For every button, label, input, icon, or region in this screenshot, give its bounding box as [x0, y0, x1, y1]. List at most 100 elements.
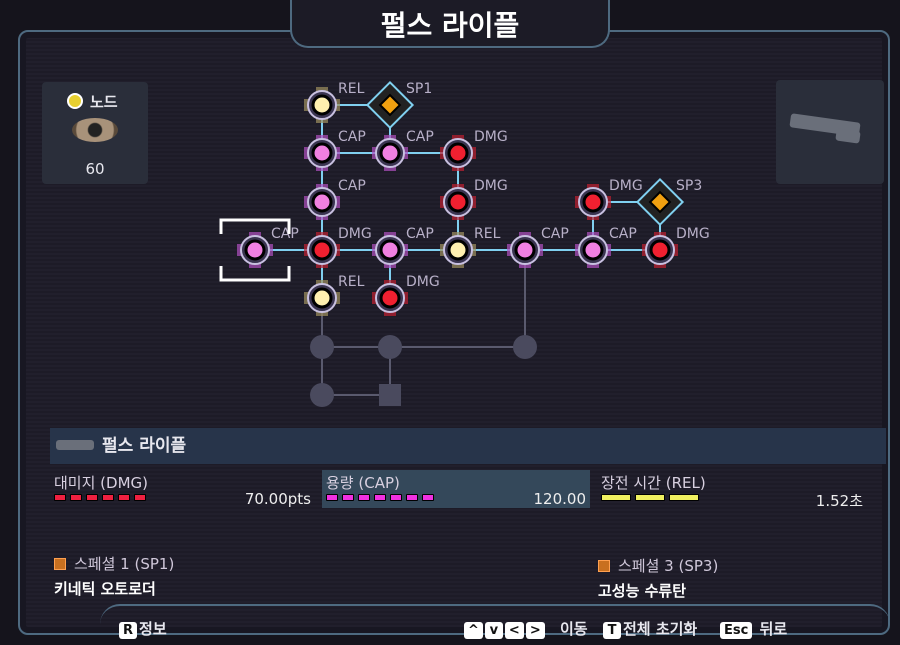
node-core-icon: [311, 94, 333, 116]
node-label: CAP: [338, 129, 366, 145]
stat-segment: [406, 494, 418, 501]
tree-node-sp1[interactable]: SP1: [365, 80, 432, 130]
weapon-small-icon: [56, 440, 94, 450]
node-label: DMG: [474, 178, 508, 194]
key-up: ^: [464, 622, 483, 639]
tree-node-cap[interactable]: CAP: [575, 226, 637, 268]
tree-node-dmg[interactable]: DMG: [304, 226, 372, 268]
node-label: DMG: [406, 274, 440, 290]
stat-dmg: 대미지 (DMG) 70.00pts: [50, 470, 315, 508]
key-down: v: [484, 622, 503, 639]
stat-name: 대미지 (DMG): [54, 474, 148, 492]
locked-node: [310, 335, 334, 359]
locked-node: [310, 383, 334, 407]
node-core-icon: [514, 239, 536, 261]
node-core-icon: [649, 239, 671, 261]
special-name: 고성능 수류탄: [598, 582, 687, 600]
reset-label: 전체 초기화: [623, 620, 698, 638]
tree-node-dmg[interactable]: DMG: [440, 178, 508, 220]
stat-segment: [635, 494, 665, 501]
node-count: 60: [85, 160, 105, 178]
stat-value: 1.52초: [815, 492, 863, 510]
node-label: REL: [338, 274, 365, 290]
special-1: 스페셜 1 (SP1) 키네틱 오토로더: [54, 553, 174, 599]
stat-name: 용량 (CAP): [326, 474, 400, 492]
tree-node-rel[interactable]: REL: [440, 226, 501, 268]
node-label: CAP: [338, 178, 366, 194]
tree-node-cap[interactable]: CAP: [304, 129, 366, 171]
stat-rel: 장전 시간 (REL) 1.52초: [597, 470, 867, 510]
special-name: 키네틱 오토로더: [54, 580, 156, 598]
key-r: R: [119, 622, 138, 639]
tree-node-dmg[interactable]: DMG: [575, 178, 643, 220]
special-slot: 스페셜 3 (SP3): [618, 557, 719, 575]
main-frame: [18, 30, 890, 635]
tree-node-sp3[interactable]: SP3: [635, 177, 702, 227]
stat-value: 70.00pts: [244, 490, 311, 508]
stat-segment: [86, 494, 98, 501]
stat-value: 120.00: [533, 490, 587, 508]
stat-segment: [358, 494, 370, 501]
locked-node: [378, 335, 402, 359]
node-label: REL: [338, 81, 365, 97]
info-label: 정보: [139, 620, 167, 638]
stat-segment: [601, 494, 631, 501]
special-slot: 스페셜 1 (SP1): [74, 555, 175, 573]
stat-segment: [70, 494, 82, 501]
stat-segment: [54, 494, 66, 501]
weapon-preview: [776, 80, 884, 184]
stat-bar: [326, 494, 434, 501]
node-label: SP1: [406, 81, 432, 97]
stat-segment: [326, 494, 338, 501]
tree-node-cap[interactable]: CAP: [237, 226, 299, 268]
node-label: CAP: [541, 226, 569, 242]
node-label: SP3: [676, 178, 702, 194]
node-label: 노드: [90, 93, 118, 111]
locked-node: [379, 384, 401, 406]
stat-name: 장전 시간 (REL): [601, 474, 706, 492]
node-label: DMG: [338, 226, 372, 242]
node-currency-panel: 노드 60: [42, 82, 148, 184]
tree-node-dmg[interactable]: DMG: [372, 274, 440, 316]
locked-node: [513, 335, 537, 359]
key-left: <: [504, 622, 524, 639]
back-label: 뒤로: [759, 620, 788, 638]
tree-node-dmg[interactable]: DMG: [440, 129, 508, 171]
back-button[interactable]: Esc 뒤로: [720, 618, 787, 639]
stat-segment: [134, 494, 146, 501]
node-label: CAP: [406, 129, 434, 145]
tree-node-cap[interactable]: CAP: [372, 129, 434, 171]
move-hint: ^v<> 이동: [464, 618, 588, 639]
node-core-icon: [447, 191, 469, 213]
stat-segment: [390, 494, 402, 501]
node-core-icon: [311, 142, 333, 164]
tree-node-rel[interactable]: REL: [304, 81, 365, 123]
stat-segment: [118, 494, 130, 501]
node-item-icon: [72, 118, 118, 142]
node-coin-icon: [67, 93, 83, 109]
node-core-icon: [379, 142, 401, 164]
special-diamond-icon: [378, 93, 402, 117]
weapon-name: 펄스 라이플: [102, 436, 187, 456]
stat-bar: [601, 494, 699, 501]
stat-segment: [422, 494, 434, 501]
node-label: CAP: [271, 226, 299, 242]
tree-node-cap[interactable]: CAP: [304, 178, 366, 220]
node-core-icon: [379, 287, 401, 309]
node-core-icon: [311, 287, 333, 309]
footer-bar: [100, 604, 890, 642]
tree-node-rel[interactable]: REL: [304, 274, 365, 316]
special-diamond-icon: [648, 190, 672, 214]
tree-node-dmg[interactable]: DMG: [642, 226, 710, 268]
stat-segment: [342, 494, 354, 501]
tree-node-cap[interactable]: CAP: [372, 226, 434, 268]
node-label: CAP: [609, 226, 637, 242]
tree-node-cap[interactable]: CAP: [507, 226, 569, 268]
stat-bar: [54, 494, 146, 501]
node-core-icon: [311, 191, 333, 213]
stat-cap[interactable]: 용량 (CAP) 120.00: [322, 470, 590, 508]
special-3: 스페셜 3 (SP3) 고성능 수류탄: [598, 555, 718, 601]
special-icon: [54, 558, 66, 570]
